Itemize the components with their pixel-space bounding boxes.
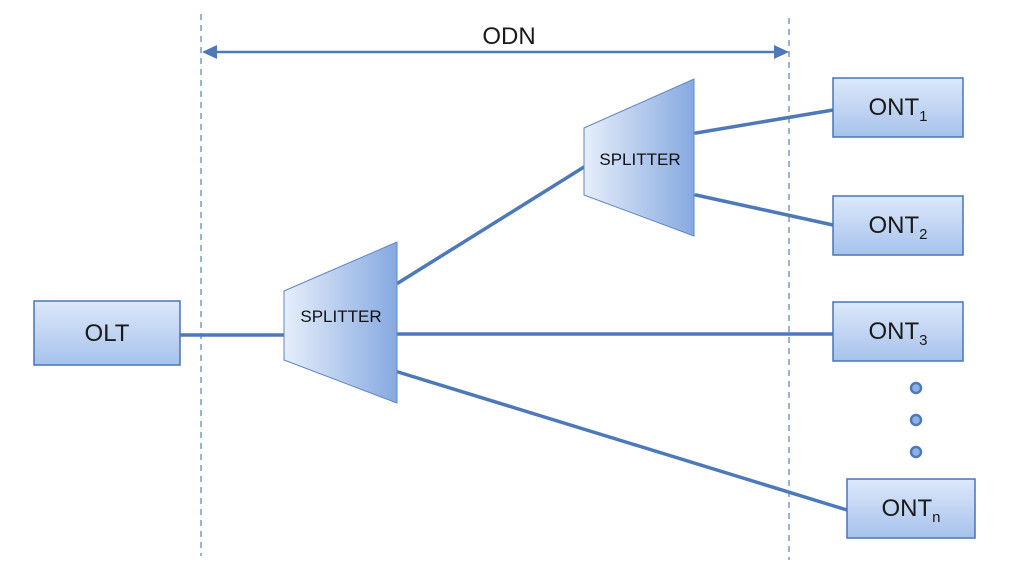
ont-3-label: ONT3	[868, 318, 927, 349]
link-splitter2-ont1	[694, 108, 835, 135]
odn-label: ODN	[482, 23, 535, 50]
ellipsis-dots	[909, 381, 923, 459]
link-splitter1-ontn	[396, 370, 849, 512]
olt-node: OLT	[33, 300, 181, 366]
ont-n-subscript: n	[932, 509, 940, 526]
ont-3-node: ONT3	[832, 301, 964, 362]
odn-span-arrow	[202, 45, 789, 59]
ont-1-label: ONT1	[868, 94, 927, 125]
link-splitter1-splitter2	[396, 165, 586, 285]
ont-3-subscript: 3	[919, 332, 927, 349]
arrow-left-head	[202, 45, 217, 59]
ont-3-base: ONT	[868, 318, 919, 345]
splitter-1-label: SPLITTER	[300, 307, 381, 326]
ellipsis-dot	[909, 413, 923, 427]
splitter-2: SPLITTER	[583, 78, 695, 237]
ont-2-label: ONT2	[868, 212, 927, 243]
arrow-right-head	[774, 45, 789, 59]
ont-2-base: ONT	[868, 212, 919, 239]
ont-n-node: ONTn	[846, 478, 976, 539]
olt-label: OLT	[85, 320, 130, 347]
ont-2-subscript: 2	[919, 226, 927, 243]
ont-1-subscript: 1	[919, 108, 927, 125]
ont-2-node: ONT2	[832, 195, 964, 256]
ont-n-label: ONTn	[881, 495, 940, 526]
link-splitter2-ont2	[694, 193, 835, 227]
splitter-2-label: SPLITTER	[599, 150, 680, 169]
ont-n-base: ONT	[881, 495, 932, 522]
splitter-1: SPLITTER	[283, 241, 398, 404]
ellipsis-dot	[909, 445, 923, 459]
ellipsis-dot	[909, 381, 923, 395]
ont-1-node: ONT1	[832, 77, 964, 138]
ont-1-base: ONT	[868, 94, 919, 121]
